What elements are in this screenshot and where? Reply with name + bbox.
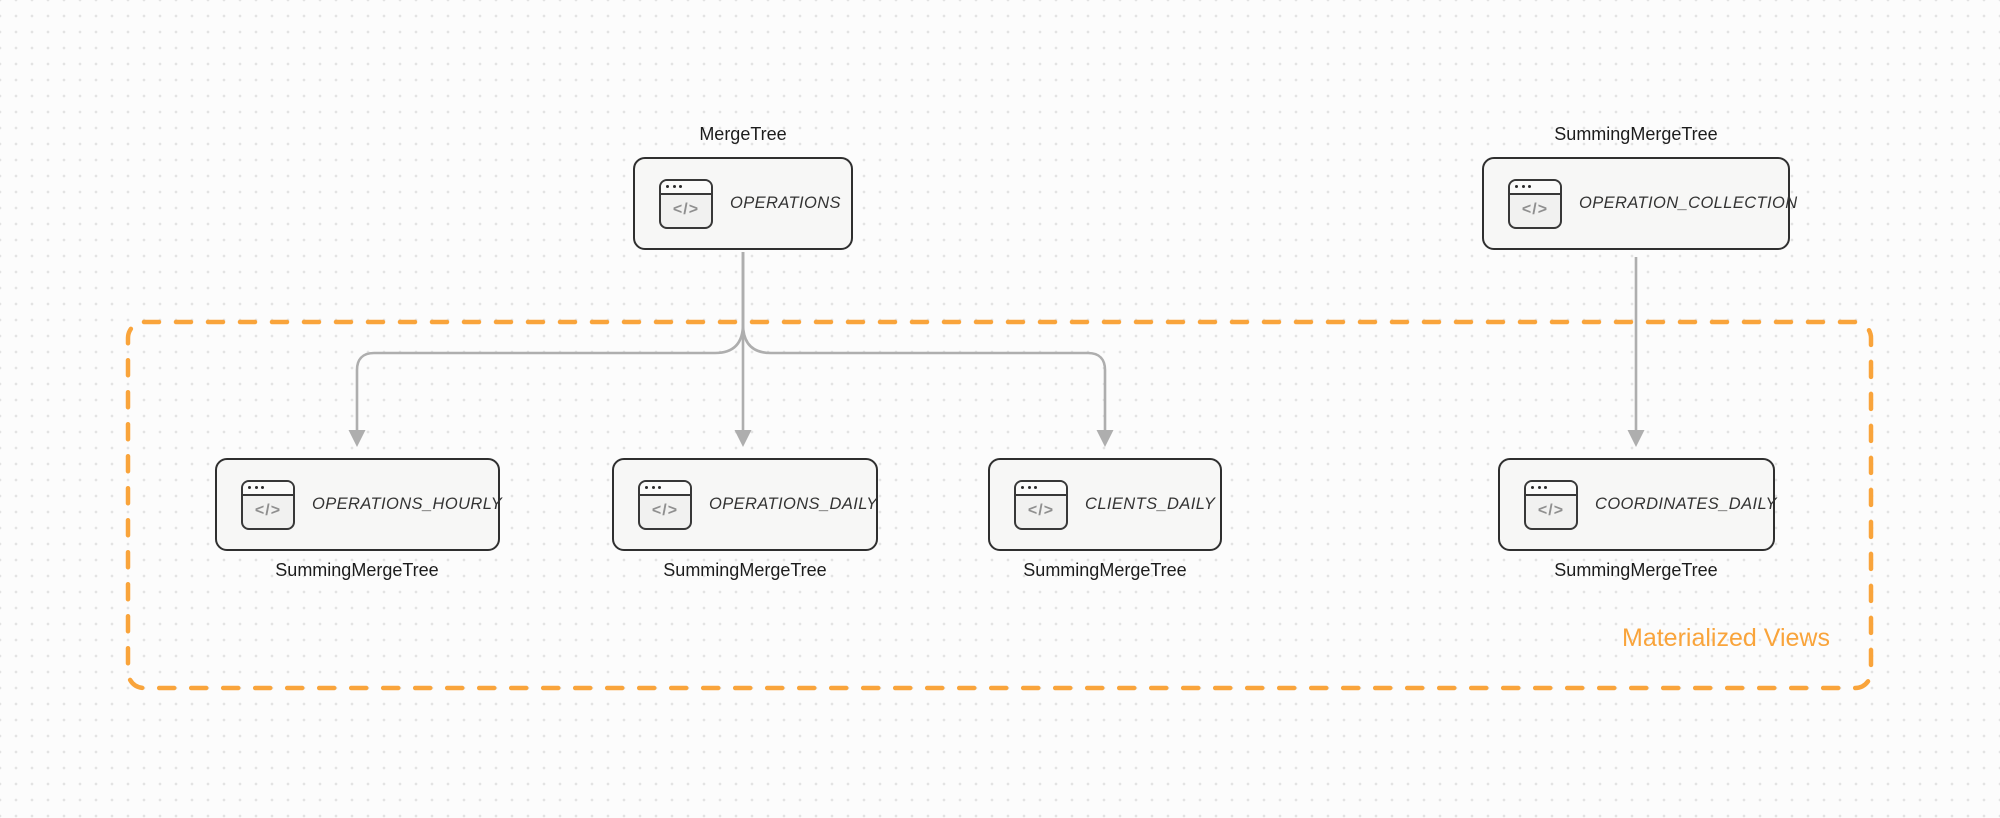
edge-operations-to-operations-hourly [355,252,745,430]
code-window-icon: </> [241,479,295,530]
engine-label-operation-collection: SummingMergeTree [1554,124,1718,144]
window-dot [1531,486,1534,489]
node-name: OPERATIONS_HOURLY [312,495,503,513]
node-name: COORDINATES_DAILY [1595,495,1777,513]
window-dot [658,486,661,489]
node-operation-collection: </> OPERATION_COLLECTION [1482,157,1797,250]
window-dot [248,486,251,489]
arrowhead-coordinates-daily [1627,430,1645,447]
window-dot [1521,185,1525,188]
code-glyph: </> [1521,201,1549,218]
window-dot [1021,486,1024,489]
window-dot [1544,486,1547,489]
code-glyph: </> [651,502,679,519]
edge-operations-to-clients-daily [741,252,1107,430]
code-window-icon: </> [638,479,692,530]
window-dot [1027,486,1031,489]
code-glyph: </> [254,502,282,519]
window-bar [640,481,690,496]
window-dot [645,486,648,489]
engine-label-clients-daily: SummingMergeTree [1023,560,1187,580]
arrowhead-operations-daily [734,430,752,447]
window-dot [261,486,264,489]
node-clients-daily: </> CLIENTS_DAILY [988,458,1222,551]
node-operations-daily: </> OPERATIONS_DAILY [612,458,878,551]
window-bar [1016,481,1066,496]
window-bar [661,180,711,195]
node-operations-hourly: </> OPERATIONS_HOURLY [215,458,503,551]
window-bar [243,481,293,496]
window-bar [1510,180,1560,195]
window-dot [666,185,669,188]
arrowhead-operations-hourly [348,430,366,447]
arrowhead-clients-daily [1096,430,1114,447]
node-coordinates-daily: </> COORDINATES_DAILY [1498,458,1777,551]
node-name: OPERATION_COLLECTION [1579,194,1798,212]
code-glyph: </> [1537,502,1565,519]
node-name: OPERATIONS_DAILY [709,495,878,513]
window-dot [651,486,655,489]
code-window-icon: </> [1014,479,1068,530]
window-dot [1034,486,1037,489]
materialized-views-group-label: Materialized Views [1622,624,1830,652]
window-bar [1526,481,1576,496]
window-dot [672,185,676,188]
window-dot [254,486,258,489]
code-window-icon: </> [1508,178,1562,229]
code-window-icon: </> [659,178,713,229]
window-dot [1515,185,1518,188]
code-glyph: </> [672,201,700,218]
node-name: CLIENTS_DAILY [1085,495,1216,513]
engine-label-coordinates-daily: SummingMergeTree [1554,560,1718,580]
engine-label-operations-hourly: SummingMergeTree [275,560,439,580]
engine-label-operations: MergeTree [699,124,787,144]
window-dot [679,185,682,188]
engine-label-operations-daily: SummingMergeTree [663,560,827,580]
code-glyph: </> [1027,502,1055,519]
window-dot [1528,185,1531,188]
node-name: OPERATIONS [730,194,841,212]
node-operations: </> OPERATIONS [633,157,853,250]
code-window-icon: </> [1524,479,1578,530]
window-dot [1537,486,1541,489]
